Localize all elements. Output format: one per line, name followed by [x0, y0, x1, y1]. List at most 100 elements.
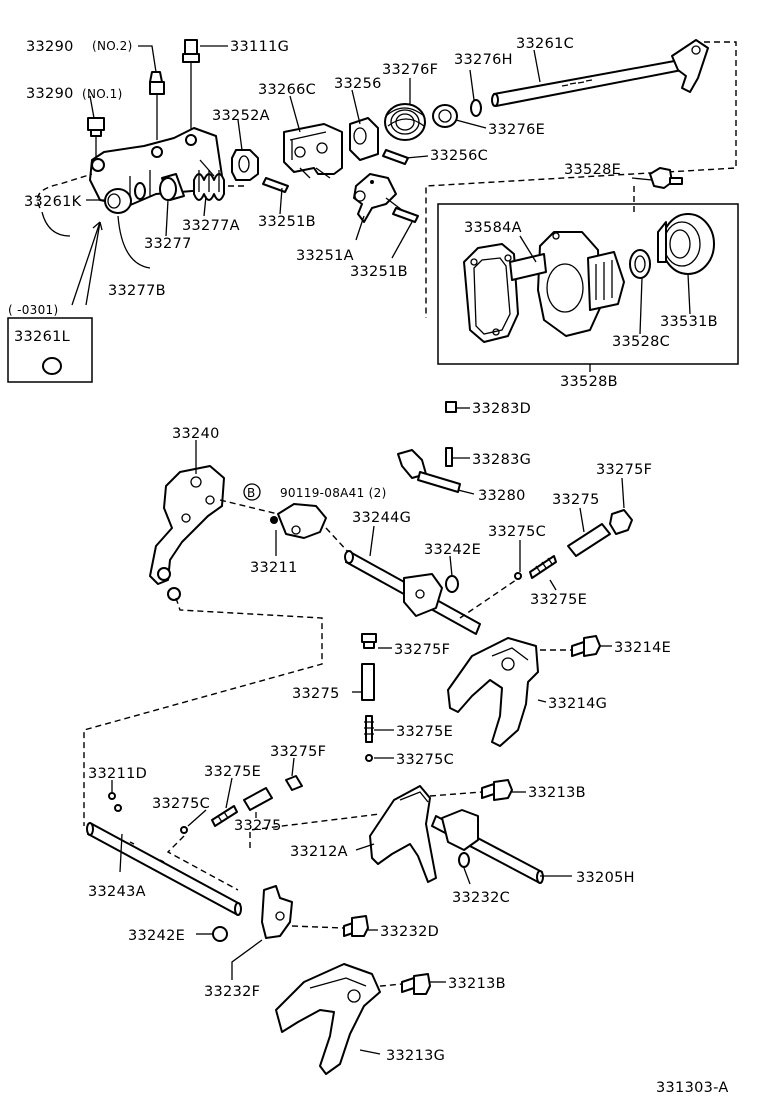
pin-33251b-lower[interactable]	[392, 207, 419, 223]
bushing-33261l[interactable]	[42, 357, 62, 375]
label-33244g: 33244G	[352, 510, 411, 526]
plug-33290-no1[interactable]	[87, 117, 105, 160]
label-33528c: 33528C	[612, 334, 670, 350]
label-33252a: 33252A	[212, 108, 270, 124]
label-33275-lower: 33275	[234, 818, 282, 834]
label-33275f-middle: 33275F	[394, 642, 450, 658]
bracket-33232f[interactable]	[261, 885, 293, 939]
ball-33211d[interactable]	[108, 792, 122, 812]
spring-33275e-middle[interactable]	[364, 715, 374, 743]
plug-33275f-lower[interactable]	[285, 775, 303, 791]
shaft-33280[interactable]	[397, 449, 461, 493]
fork-33212a[interactable]	[369, 785, 437, 883]
pin-33251b-upper[interactable]	[262, 177, 289, 193]
label-33214e: 33214E	[614, 640, 671, 656]
diagram-code: 331303-A	[656, 1080, 729, 1096]
bolt-33213b-upper[interactable]	[481, 779, 513, 801]
bolt-33213b-lower[interactable]	[401, 973, 431, 995]
spring-33277a[interactable]	[193, 170, 225, 201]
label-33251a: 33251A	[296, 248, 354, 264]
selector-33251a[interactable]	[353, 173, 397, 223]
label-33240: 33240	[172, 426, 220, 442]
label-33242e-lower: 33242E	[128, 928, 185, 944]
label-33276e: 33276E	[488, 122, 545, 138]
ball-33275c-middle[interactable]	[365, 754, 373, 762]
label-33251b-lower: 33251B	[350, 264, 408, 280]
bolt-33214e[interactable]	[571, 635, 601, 657]
shaft-33244g[interactable]	[344, 550, 481, 635]
gasket-33584a[interactable]	[463, 243, 519, 343]
part-labels: 33290 (NO.2) 33111G 33290 (NO.1) 33266C …	[8, 36, 729, 1096]
ring-33276h[interactable]	[470, 99, 482, 117]
plug-33275f-upper[interactable]	[609, 509, 633, 535]
label-33232c: 33232C	[452, 890, 510, 906]
ring-33242e-lower[interactable]	[212, 926, 228, 942]
leader-lines	[86, 45, 691, 1055]
bolt-ref-symbol: B	[247, 486, 256, 500]
shaft-33261c[interactable]	[491, 39, 709, 107]
bearing-33531b[interactable]	[657, 213, 715, 275]
label-33277: 33277	[144, 236, 192, 252]
plug-33290-no2[interactable]	[149, 71, 165, 140]
label-33290-no2: 33290	[26, 39, 74, 55]
label-33261c: 33261C	[516, 36, 574, 52]
pin-33283g[interactable]	[445, 447, 453, 467]
fork-33213g[interactable]	[275, 963, 381, 1075]
label-33275e-lower: 33275E	[204, 764, 261, 780]
ball-33275c-lower[interactable]	[180, 826, 188, 834]
label-bolt-ref: 90119-08A41 (2)	[280, 486, 387, 500]
sleeve-33275-lower[interactable]	[243, 787, 273, 811]
bushing-33276e[interactable]	[432, 104, 458, 128]
bracket-33266c[interactable]	[283, 123, 343, 175]
shaft-33243a[interactable]	[86, 822, 242, 916]
label-33213b-lower: 33213B	[448, 976, 506, 992]
bolt-33528e[interactable]	[649, 167, 683, 189]
label-33111g: 33111G	[230, 39, 289, 55]
label-33528b: 33528B	[560, 374, 618, 390]
label-33211d: 33211D	[88, 766, 147, 782]
label-33242e-upper: 33242E	[424, 542, 481, 558]
ball-33275c-upper[interactable]	[514, 572, 522, 580]
label-33256c: 33256C	[430, 148, 488, 164]
label-33531b: 33531B	[660, 314, 718, 330]
label-33277a: 33277A	[182, 218, 240, 234]
bushing-33261k[interactable]	[104, 188, 132, 214]
sleeve-33275-middle[interactable]	[361, 663, 375, 701]
label-no1: (NO.1)	[82, 87, 123, 101]
spring-33275e-upper[interactable]	[529, 555, 557, 579]
label-33275c-lower: 33275C	[152, 796, 210, 812]
ring-33277b[interactable]	[134, 182, 146, 200]
sleeve-33275-upper[interactable]	[567, 523, 611, 557]
grease-fitting-33111g[interactable]	[182, 39, 200, 132]
plug-33275f-middle[interactable]	[361, 633, 377, 649]
spring-33275e-lower[interactable]	[211, 805, 238, 827]
label-33275f-upper: 33275F	[596, 462, 652, 478]
label-33243a: 33243A	[88, 884, 146, 900]
label-inset-range: ( -0301)	[8, 303, 58, 317]
bracket-33211[interactable]	[270, 503, 327, 539]
ring-33528c[interactable]	[629, 249, 651, 279]
label-33212a: 33212A	[290, 844, 348, 860]
fork-33214g[interactable]	[447, 637, 539, 747]
label-33232f: 33232F	[204, 984, 260, 1000]
bolt-33232d[interactable]	[343, 915, 369, 937]
block-33256[interactable]	[349, 117, 379, 161]
label-33277b: 33277B	[108, 283, 166, 299]
ring-33242e-upper[interactable]	[445, 575, 459, 593]
plug-33283d[interactable]	[445, 401, 457, 413]
label-33213b-upper: 33213B	[528, 785, 586, 801]
ring-33232c[interactable]	[458, 852, 470, 868]
label-no2: (NO.2)	[92, 39, 133, 53]
spring-33276f[interactable]	[384, 103, 426, 141]
label-33275e-middle: 33275E	[396, 724, 453, 740]
retainer-33528b[interactable]	[509, 231, 625, 337]
pin-33256c[interactable]	[382, 149, 409, 165]
shaft-33205h[interactable]	[431, 809, 544, 884]
clip-33252a[interactable]	[231, 149, 259, 181]
assembly-box-33528b	[437, 203, 739, 365]
label-33205h: 33205H	[576, 870, 635, 886]
label-33275c-upper: 33275C	[488, 524, 546, 540]
lever-33240[interactable]	[149, 465, 225, 601]
label-33276f: 33276F	[382, 62, 438, 78]
label-33275-middle: 33275	[292, 686, 340, 702]
